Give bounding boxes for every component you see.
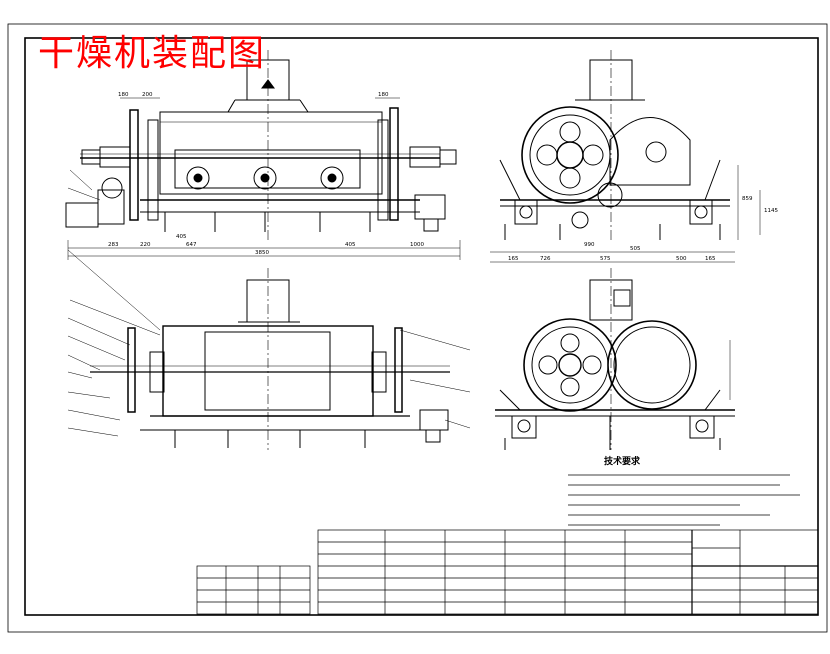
sheet-outer-border: [7, 23, 828, 633]
parts-list-main: [317, 529, 819, 615]
dim-side-d: 505: [630, 246, 641, 252]
dim-side-e: 500: [676, 256, 687, 262]
dim-bottom-6: 1000: [410, 242, 424, 248]
front-view-bottom: [67, 249, 471, 450]
drawing-title: 干燥机装配图: [38, 33, 267, 74]
dim-side-mid: 990: [584, 242, 595, 248]
sheet-inner-border: [24, 37, 819, 616]
dim-bottom-1: 283: [108, 242, 119, 248]
technical-requirements-block: [568, 474, 800, 526]
dim-side-height: 859: [742, 196, 753, 202]
dim-side-a: 165: [508, 256, 519, 262]
title-block: [692, 530, 818, 614]
front-view-top: [65, 50, 461, 260]
dim-bottom-2: 220: [140, 242, 151, 248]
side-view-top: [490, 50, 761, 263]
dim-bottom-5: 405: [345, 242, 356, 248]
dim-overall: 3850: [255, 250, 269, 256]
dim-side-c: 575: [600, 256, 611, 262]
dim-side-h2: 1145: [764, 208, 778, 214]
parts-list-left: [196, 565, 311, 615]
side-view-bottom: [495, 268, 735, 450]
dim-top-left-a: 180: [118, 92, 129, 98]
dim-bottom-3: 405: [176, 234, 187, 240]
technical-requirements-label: 技术要求: [604, 457, 641, 467]
dim-side-f: 165: [705, 256, 716, 262]
dim-bottom-4: 647: [186, 242, 197, 248]
dim-side-b: 726: [540, 256, 551, 262]
dim-top-left-b: 200: [142, 92, 153, 98]
dim-top-right: 180: [378, 92, 389, 98]
